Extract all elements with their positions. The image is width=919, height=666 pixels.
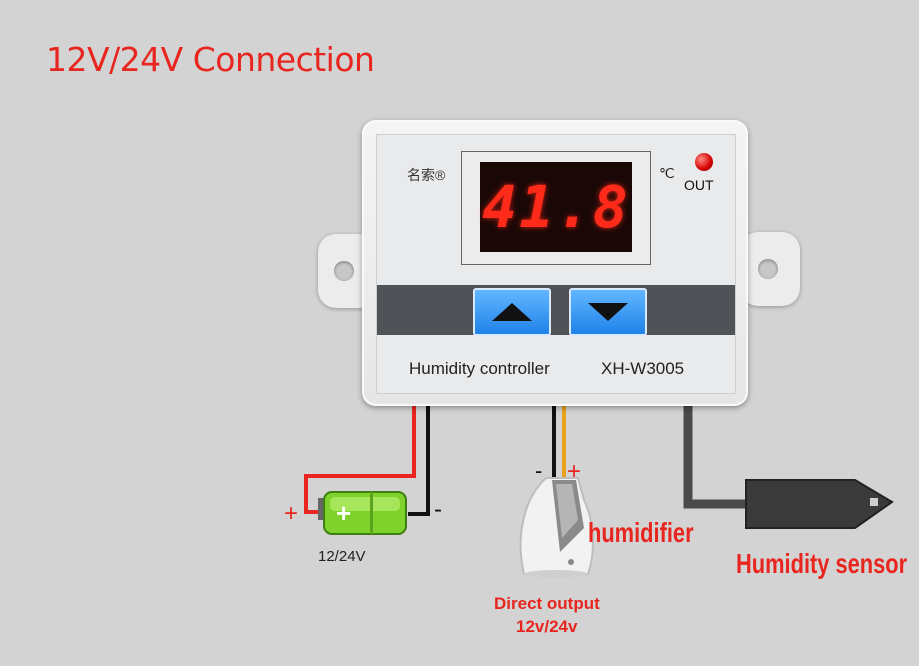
page-title: 12V/24V Connection [46, 40, 375, 79]
humidifier-plus-sign: + [567, 458, 582, 485]
output-led [695, 153, 713, 171]
sensor-hole [870, 498, 878, 506]
mounting-hole [758, 259, 778, 279]
humidifier-icon [519, 477, 594, 578]
mounting-hole [334, 261, 354, 281]
svg-text:+: + [336, 498, 351, 528]
out-label: OUT [684, 177, 714, 193]
down-arrow-icon [588, 303, 628, 321]
device-face: 名索® 41.8 ℃ OUT Humidity controller XH-W3… [376, 134, 736, 394]
mounting-ear-right [740, 232, 800, 306]
output-label-line2: 12v/24v [516, 617, 578, 636]
button-strip [377, 285, 735, 335]
down-button[interactable] [569, 288, 647, 336]
humidity-controller-device: 名索® 41.8 ℃ OUT Humidity controller XH-W3… [362, 120, 748, 406]
display-value: 41.8 [482, 173, 630, 241]
battery-minus-sign: - [434, 496, 442, 523]
humidifier-label: humidifier [588, 517, 694, 548]
brand-label: 名索® [407, 167, 446, 183]
unit-label: ℃ [659, 165, 675, 181]
product-label: Humidity controller [409, 359, 550, 378]
up-button[interactable] [473, 288, 551, 336]
battery-label: 12/24V [318, 548, 366, 565]
output-label-line1: Direct output [494, 594, 600, 613]
up-arrow-icon [492, 303, 532, 321]
model-label: XH-W3005 [601, 359, 685, 378]
battery-icon: + [318, 491, 407, 535]
battery-positive-wire [304, 406, 416, 514]
led-display: 41.8 [480, 162, 632, 252]
sensor-label: Humidity sensor [736, 548, 908, 579]
display-frame: 41.8 [461, 151, 651, 265]
sensor-cable [683, 406, 750, 509]
battery-negative-wire [408, 406, 430, 516]
humidifier-minus-sign: - [535, 458, 543, 483]
battery-plus-sign: + [284, 500, 299, 527]
humidity-sensor-probe [745, 479, 894, 529]
